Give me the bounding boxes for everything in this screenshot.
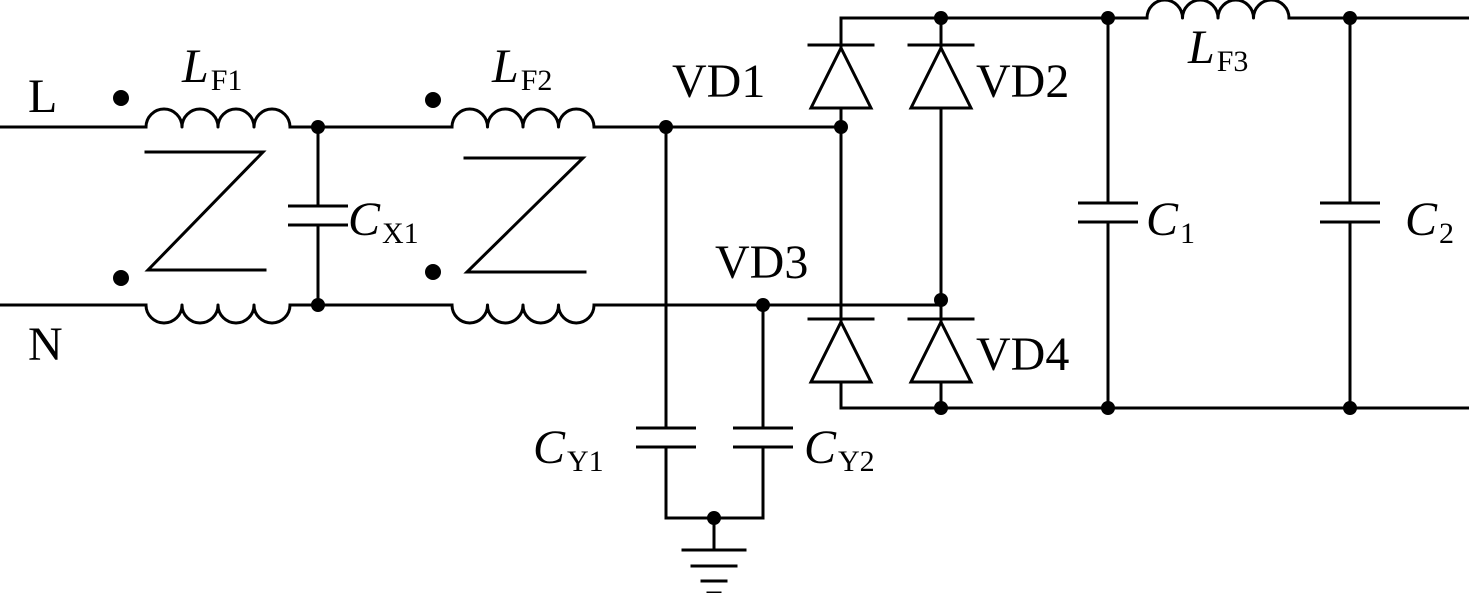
inductor-label-lf2: LF2 bbox=[491, 40, 552, 97]
inductor-lf3 bbox=[1145, 0, 1291, 20]
capacitor-label-cx1: CX1 bbox=[348, 193, 419, 250]
inductor-label-lf1: LF1 bbox=[181, 40, 242, 97]
capacitor-label-cy2: CY2 bbox=[804, 421, 875, 478]
inductor-label-lf3: LF3 bbox=[1187, 21, 1248, 78]
diode-vd1 bbox=[807, 43, 875, 110]
diode-label-vd2: VD2 bbox=[976, 55, 1069, 108]
capacitor-c2 bbox=[1320, 201, 1380, 224]
diode-label-vd3: VD3 bbox=[715, 236, 808, 289]
diode-label-vd1: VD1 bbox=[672, 55, 765, 108]
capacitor-cy1 bbox=[636, 426, 696, 449]
inductor-lf2 bbox=[450, 107, 596, 325]
diode-vd2 bbox=[907, 43, 975, 110]
common-mode-core-symbol bbox=[144, 150, 267, 272]
terminal-label-neutral: N bbox=[28, 318, 63, 371]
polarity-dots bbox=[113, 90, 441, 286]
terminal-label-line: L bbox=[28, 70, 57, 123]
capacitor-c1 bbox=[1078, 201, 1138, 224]
capacitor-label-c1: C1 bbox=[1146, 193, 1195, 250]
diode-vd3 bbox=[807, 317, 875, 384]
junction-dots bbox=[311, 11, 1357, 525]
inductor-lf1 bbox=[144, 107, 292, 325]
capacitor-cx1 bbox=[288, 204, 348, 227]
common-mode-core-symbol bbox=[463, 156, 587, 274]
diode-vd4 bbox=[907, 317, 975, 384]
diode-label-vd4: VD4 bbox=[976, 328, 1069, 381]
capacitor-cy2 bbox=[733, 426, 793, 449]
capacitor-label-cy1: CY1 bbox=[533, 421, 604, 478]
ground-symbol bbox=[681, 548, 747, 593]
capacitor-label-c2: C2 bbox=[1405, 193, 1454, 250]
